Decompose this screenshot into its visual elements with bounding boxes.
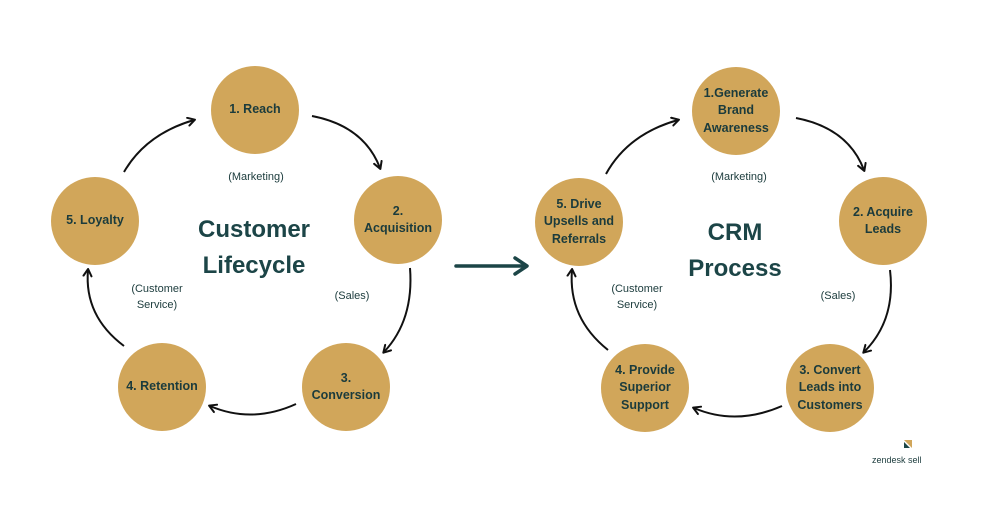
arrow-convert-to-support bbox=[692, 405, 783, 418]
arrow-upsells-to-awareness bbox=[605, 116, 680, 175]
arrow-reach-to-acquisition bbox=[311, 115, 383, 170]
lifecycle-node-loyalty-label: 5. Loyalty bbox=[66, 213, 124, 228]
crm-node-awareness: 1.Generate Brand Awareness bbox=[692, 67, 780, 155]
lifecycle-phase-marketing: (Marketing) bbox=[228, 171, 284, 183]
arrow-awareness-to-leads bbox=[795, 117, 867, 172]
lifecycle-node-retention-label: 4. Retention bbox=[126, 379, 198, 394]
crm-node-convert-label: 3. Convert Leads into Customers bbox=[797, 363, 863, 412]
crm-node-upsells: 5. Drive Upsells and Referrals bbox=[535, 178, 623, 266]
lifecycle-node-acquisition: 2. Acquisition bbox=[354, 176, 442, 264]
crm-node-leads: 2. Acquire Leads bbox=[839, 177, 927, 265]
lifecycle-node-retention: 4. Retention bbox=[118, 343, 206, 431]
crm-node-support-label: 4. Provide Superior Support bbox=[615, 363, 675, 412]
crm-node-leads-label: 2. Acquire Leads bbox=[853, 204, 913, 236]
crm-node-support: 4. Provide Superior Support bbox=[601, 344, 689, 432]
crm-node-upsells-label: 5. Drive Upsells and Referrals bbox=[543, 197, 615, 246]
lifecycle-node-acquisition-label: 2. Acquisition bbox=[363, 203, 433, 235]
arrow-acquisition-to-conversion bbox=[382, 267, 412, 354]
lifecycle-node-loyalty: 5. Loyalty bbox=[51, 177, 139, 265]
lifecycle-node-reach-label: 1. Reach bbox=[229, 102, 281, 117]
crm-title: CRM Process bbox=[688, 219, 782, 282]
lifecycle-phase-service: (Customer Service) bbox=[131, 283, 183, 311]
arrow-loyalty-to-reach bbox=[123, 116, 196, 173]
arrow-conversion-to-retention bbox=[208, 403, 297, 416]
crm-node-awareness-label: 1.Generate Brand Awareness bbox=[703, 86, 769, 135]
crm-phase-service: (Customer Service) bbox=[611, 283, 663, 311]
crm-phase-marketing: (Marketing) bbox=[711, 171, 767, 183]
lifecycle-node-conversion-label: 3. Conversion bbox=[311, 370, 381, 402]
lifecycle-node-reach: 1. Reach bbox=[211, 66, 299, 154]
lifecycle-node-conversion: 3. Conversion bbox=[302, 343, 390, 431]
crm-phase-sales: (Sales) bbox=[820, 290, 856, 302]
lifecycle-phase-sales: (Sales) bbox=[334, 290, 370, 302]
zendesk-mark-icon bbox=[904, 440, 912, 448]
brand-logo: zendesk sell bbox=[872, 440, 942, 470]
brand-text: zendesk sell bbox=[872, 455, 922, 465]
lifecycle-title: Customer Lifecycle bbox=[197, 216, 311, 279]
arrow-leads-to-convert bbox=[862, 269, 892, 354]
arrow-support-to-upsells bbox=[566, 268, 609, 351]
crm-node-convert: 3. Convert Leads into Customers bbox=[786, 344, 874, 432]
arrow-retention-to-loyalty bbox=[82, 268, 125, 347]
